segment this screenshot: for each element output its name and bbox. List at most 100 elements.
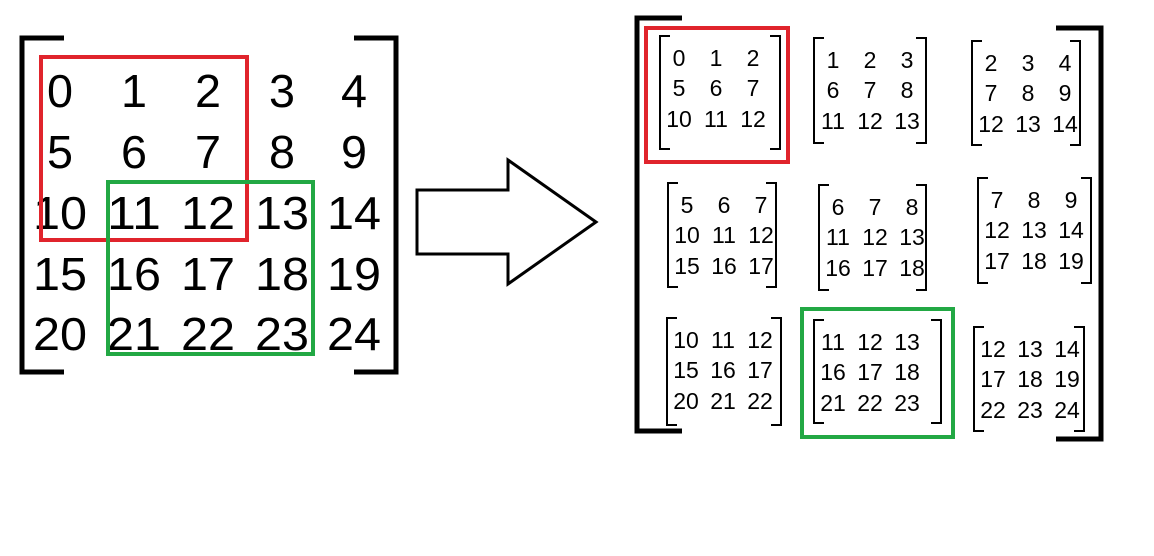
matrix-cell: 14 [327,187,381,239]
patch-cell: 17 [748,253,774,279]
patch-left-bracket [667,182,678,288]
patch-cell: 16 [820,359,846,385]
matrix-cell: 19 [327,248,381,300]
outer-right-bracket [1056,25,1104,442]
patch-cell: 17 [984,248,1010,274]
patch-left-bracket [813,319,824,424]
patch-cell: 13 [1021,217,1047,243]
patch-cell: 13 [1017,336,1043,362]
patch-cell: 12 [862,224,888,250]
patch-left-bracket [973,326,984,432]
patch-cell: 17 [747,357,773,383]
patch-cell: 9 [1059,80,1072,106]
patch-cell: 18 [899,255,925,281]
patch-cell: 12 [857,108,883,134]
patch-cell: 12 [740,106,766,132]
patch-cell: 2 [985,50,998,76]
patch-cell: 2 [864,47,877,73]
patch-cell: 14 [1052,111,1078,137]
patch-cell: 21 [710,388,736,414]
matrix-cell: 9 [341,126,367,178]
matrix-cell: 20 [33,308,87,360]
transform-arrow [415,157,599,287]
patch-cell: 1 [827,47,840,73]
matrix-cell: 24 [327,308,381,360]
patch-cell: 3 [1022,50,1035,76]
patch-right-bracket [916,184,927,291]
outer-left-bracket [634,15,682,434]
matrix-cell: 21 [107,308,161,360]
patch-left-bracket [971,40,982,146]
patch-cell: 22 [747,388,773,414]
patch-cell: 17 [862,255,888,281]
patch-right-bracket [1081,177,1092,284]
matrix-cell: 5 [47,126,73,178]
green-patch-highlight [800,307,955,439]
matrix-cell: 7 [195,126,221,178]
patch-cell: 9 [1065,187,1078,213]
patch-cell: 13 [894,108,920,134]
matrix-cell: 1 [121,65,147,117]
matrix-cell: 16 [107,248,161,300]
patch-cell: 21 [820,390,846,416]
patch-cell: 5 [681,192,694,218]
patch-cell: 12 [747,327,773,353]
patch-right-bracket [1070,40,1081,146]
patch-cell: 4 [1059,50,1072,76]
patch-cell: 8 [1022,80,1035,106]
patch-cell: 2 [747,45,760,71]
patch-cell: 12 [984,217,1010,243]
patch-cell: 7 [755,192,768,218]
patch-cell: 17 [980,366,1006,392]
matrix-cell: 13 [255,187,309,239]
patch-right-bracket [766,182,777,288]
matrix-cell: 11 [107,187,161,239]
patch-cell: 13 [894,329,920,355]
patch-right-bracket [931,319,942,424]
patch-cell: 15 [673,357,699,383]
patch-cell: 12 [748,222,774,248]
patch-left-bracket [818,184,829,291]
patch-cell: 15 [674,253,700,279]
red-window-highlight [39,55,249,242]
patch-cell: 19 [1054,366,1080,392]
matrix-cell: 4 [341,65,367,117]
patch-cell: 7 [985,80,998,106]
patch-cell: 22 [857,390,883,416]
matrix-cell: 8 [269,126,295,178]
patch-cell: 11 [821,329,845,355]
red-patch-highlight [644,26,790,164]
right-bracket [354,35,399,375]
patch-right-bracket [770,35,781,150]
matrix-cell: 6 [121,126,147,178]
patch-cell: 24 [1054,397,1080,423]
patch-cell: 6 [827,77,840,103]
patch-cell: 7 [864,77,877,103]
matrix-cell: 22 [181,308,235,360]
patch-cell: 10 [666,106,692,132]
patch-cell: 8 [906,194,919,220]
patch-left-bracket [666,317,677,426]
patch-cell: 7 [869,194,882,220]
patch-cell: 11 [821,108,845,134]
patch-cell: 14 [1058,217,1084,243]
patch-cell: 6 [718,192,731,218]
matrix-cell: 23 [255,308,309,360]
patch-cell: 11 [826,224,850,250]
patch-right-bracket [771,317,782,426]
matrix-cell: 12 [181,187,235,239]
patch-cell: 13 [899,224,925,250]
matrix-cell: 18 [255,248,309,300]
patch-left-bracket [659,35,670,150]
patch-cell: 18 [1017,366,1043,392]
patch-cell: 19 [1058,248,1084,274]
patch-cell: 6 [832,194,845,220]
